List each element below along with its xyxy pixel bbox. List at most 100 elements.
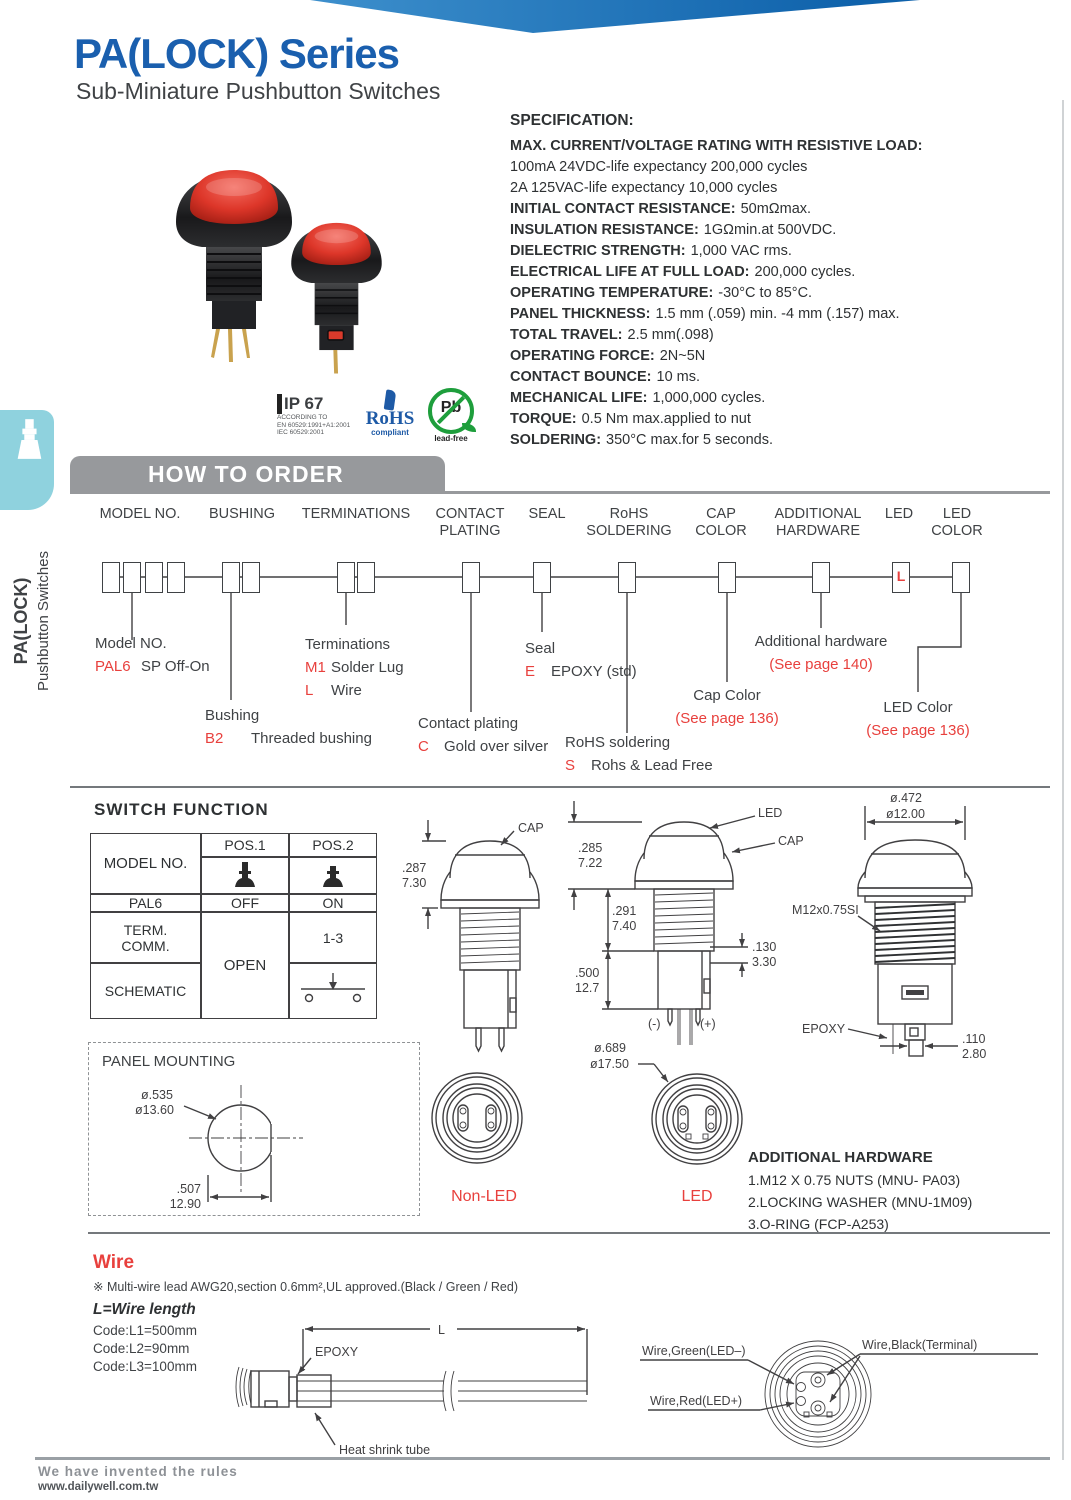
- schematic-symbol: [289, 963, 377, 1019]
- annotation-led-color: LED Color (See page 136): [866, 699, 970, 739]
- spec-line: SOLDERING:350°C max.for 5 seconds.: [510, 432, 774, 448]
- term-comm-label: TERM. COMM.: [90, 912, 201, 963]
- leadfree-text: lead-free: [434, 434, 468, 443]
- dim-dia1200: ø12.00: [886, 807, 925, 821]
- wire-note: ※ Multi-wire lead AWG20,section 0.6mm²,U…: [93, 1280, 518, 1294]
- page-edge-line: [1062, 100, 1064, 1460]
- switch-photo-left: [176, 170, 292, 362]
- rohs-text: RoHS: [365, 408, 415, 429]
- bottom-view-nonled: [431, 1072, 523, 1164]
- dim-dia535: ø.535: [141, 1088, 173, 1102]
- ip67-standard: IEC 60529:2001: [277, 429, 324, 436]
- product-photo: [176, 170, 382, 374]
- dim-280: 2.80: [962, 1047, 986, 1061]
- code-box: [357, 562, 375, 593]
- plus-label: (+): [700, 1017, 716, 1031]
- code-box: [812, 562, 830, 593]
- spec-line: DIELECTRIC STRENGTH:1,000 VAC rms.: [510, 243, 792, 259]
- dim-dia689: ø.689: [594, 1041, 626, 1055]
- footer-website: www.dailywell.com.tw: [38, 1481, 159, 1493]
- heat-shrink-label: Heat shrink tube: [339, 1443, 430, 1457]
- spec-line: PANEL THICKNESS:1.5 mm (.059) min. -4 mm…: [510, 306, 900, 322]
- ip67-standard: EN 60529:1991+A1:2001: [277, 421, 351, 429]
- code-box: [123, 562, 141, 593]
- rohs-logo: RoHS compliant: [362, 389, 418, 437]
- code-box: [145, 562, 163, 593]
- spec-line: OPERATING FORCE:2N~5N: [510, 348, 706, 364]
- col-contact: CONTACT PLATING: [435, 506, 505, 539]
- code-box: [222, 562, 240, 593]
- code-box: [102, 562, 120, 593]
- page-title: PA(LOCK) Series: [74, 30, 400, 77]
- col-model: MODEL NO.: [99, 506, 181, 522]
- spec-line: OPERATING TEMPERATURE:-30°C to 85°C.: [510, 285, 813, 301]
- section-divider: [70, 786, 1050, 788]
- specification-section: SPECIFICATION: MAX. CURRENT/VOLTAGE RATI…: [510, 112, 1055, 451]
- code-box: [533, 562, 551, 593]
- annotation-additional-hardware: Additional hardware (See page 140): [754, 633, 888, 673]
- code-box: [167, 562, 185, 593]
- thread-label: M12x0.75SI: [792, 903, 859, 917]
- hardware-item: 3.O-RING (FCP-A253): [748, 1216, 889, 1232]
- open-state: OPEN: [201, 912, 289, 1019]
- col-rohs: RoHS SOLDERING: [586, 506, 672, 539]
- dim-110: .110: [962, 1032, 985, 1046]
- dim-1290: 12.90: [170, 1197, 201, 1211]
- hardware-item: 2.LOCKING WASHER (MNU-1M09): [748, 1194, 973, 1210]
- footer-rule: [35, 1457, 1050, 1460]
- l-dimension-label: L: [438, 1323, 445, 1337]
- spec-line: TORQUE:0.5 Nm max.applied to nut: [510, 411, 751, 427]
- panel-mounting-box: [88, 1042, 420, 1216]
- circuit-value: 1-3: [289, 912, 377, 963]
- wire-green-label: Wire,Green(LED–): [642, 1344, 746, 1358]
- code-box: [618, 562, 636, 593]
- wire-code-l3: Code:L3=100mm: [93, 1359, 197, 1374]
- led-caption: LED: [681, 1188, 713, 1205]
- code-box: [242, 562, 260, 593]
- model-value: PAL6: [90, 894, 201, 912]
- col-led: LED: [884, 506, 914, 522]
- dim-740: 7.40: [612, 919, 636, 933]
- pos1-button-icon: [201, 857, 289, 894]
- schematic-label: SCHEMATIC: [90, 963, 201, 1019]
- dim-722: 7.22: [578, 856, 602, 870]
- dim-127: 12.7: [575, 981, 599, 995]
- drawing-led-side: .285 7.22 .291 7.40 .500 12.7 .130 3.30 …: [568, 801, 804, 1045]
- col-hardware: ADDITIONAL HARDWARE: [774, 506, 862, 539]
- nonled-caption: Non-LED: [451, 1188, 517, 1205]
- epoxy-label: EPOXY: [315, 1345, 359, 1359]
- panel-mounting-heading: PANEL MOUNTING: [102, 1053, 236, 1070]
- dim-730: 7.30: [402, 876, 426, 890]
- spec-line: MECHANICAL LIFE:1,000,000 cycles.: [510, 390, 766, 406]
- section-divider: [88, 1232, 1050, 1234]
- hardware-item: 1.M12 X 0.75 NUTS (MNU- PA03): [748, 1172, 961, 1188]
- pos2-button-icon: [289, 857, 377, 894]
- sidebar-vertical-label: PA(LOCK) Pushbutton Switches: [11, 521, 57, 721]
- spec-line: 100mA 24VDC-life expectancy 200,000 cycl…: [510, 159, 808, 175]
- bottom-view-led: ø.689 ø17.50: [590, 1041, 743, 1165]
- led-label: LED: [758, 806, 782, 820]
- additional-hardware-section: ADDITIONAL HARDWARE 1.M12 X 0.75 NUTS (M…: [748, 1146, 972, 1235]
- code-box: [718, 562, 736, 593]
- wire-length-title: L=Wire length: [93, 1301, 196, 1318]
- pos1-state: OFF: [201, 894, 289, 912]
- col-terminations: TERMINATIONS: [301, 506, 411, 522]
- dim-130: .130: [752, 940, 776, 954]
- dim-dia1360: ø13.60: [135, 1103, 174, 1117]
- additional-hardware-heading: ADDITIONAL HARDWARE: [748, 1149, 933, 1166]
- wire-red-label: Wire,Red(LED+): [650, 1394, 742, 1408]
- switch-photo-right: [291, 222, 382, 374]
- ip67-code: IP 67: [277, 394, 350, 414]
- wire-connector-drawing: Wire,Green(LED–) Wire,Black(Terminal) Wi…: [640, 1338, 1038, 1448]
- page-subtitle: Sub-Miniature Pushbutton Switches: [76, 78, 441, 104]
- cap-label: CAP: [518, 821, 544, 835]
- how-to-order-banner: HOW TO ORDER: [70, 456, 445, 493]
- switch-function-heading: SWITCH FUNCTION: [94, 800, 269, 819]
- footer-slogan: We have invented the rules: [38, 1464, 238, 1479]
- col-ledcolor: LED COLOR: [931, 506, 983, 539]
